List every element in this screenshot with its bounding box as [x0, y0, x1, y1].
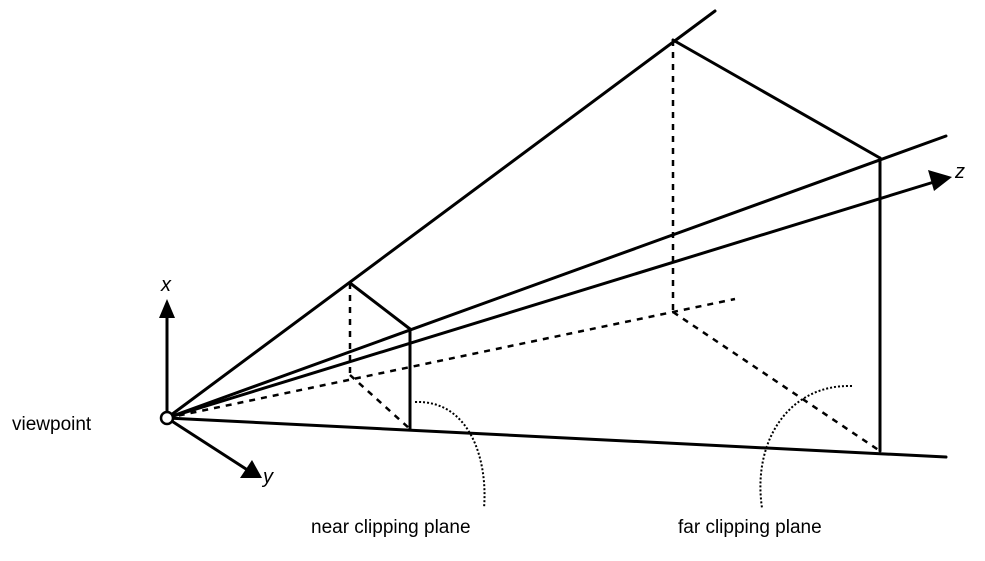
y-axis-label: y: [261, 466, 274, 488]
viewpoint-marker: [159, 410, 175, 426]
y-axis: [165, 416, 262, 478]
far-clipping-plane: [671, 38, 882, 453]
z-axis: [165, 170, 952, 420]
z-axis-arrowhead: [928, 170, 952, 191]
near-plane-pointer-curve: [414, 400, 486, 509]
x-axis: [159, 299, 175, 420]
frustum-edge-right-top: [165, 134, 948, 420]
x-axis-label: x: [160, 274, 172, 296]
viewpoint-label: viewpoint: [12, 414, 92, 435]
frustum-edge-bottom: [165, 416, 948, 459]
frustum-edge-hidden: [166, 297, 736, 420]
z-axis-label: z: [954, 161, 965, 183]
far-plane-pointer-curve: [759, 384, 853, 509]
x-axis-arrowhead: [159, 299, 175, 318]
near-clipping-plane: [348, 281, 412, 431]
y-axis-arrowhead: [240, 460, 262, 478]
far-plane-label: far clipping plane: [678, 517, 822, 538]
frustum-edges: [165, 9, 948, 459]
near-plane-label: near clipping plane: [311, 517, 471, 538]
frustum-edge-top: [165, 9, 717, 420]
